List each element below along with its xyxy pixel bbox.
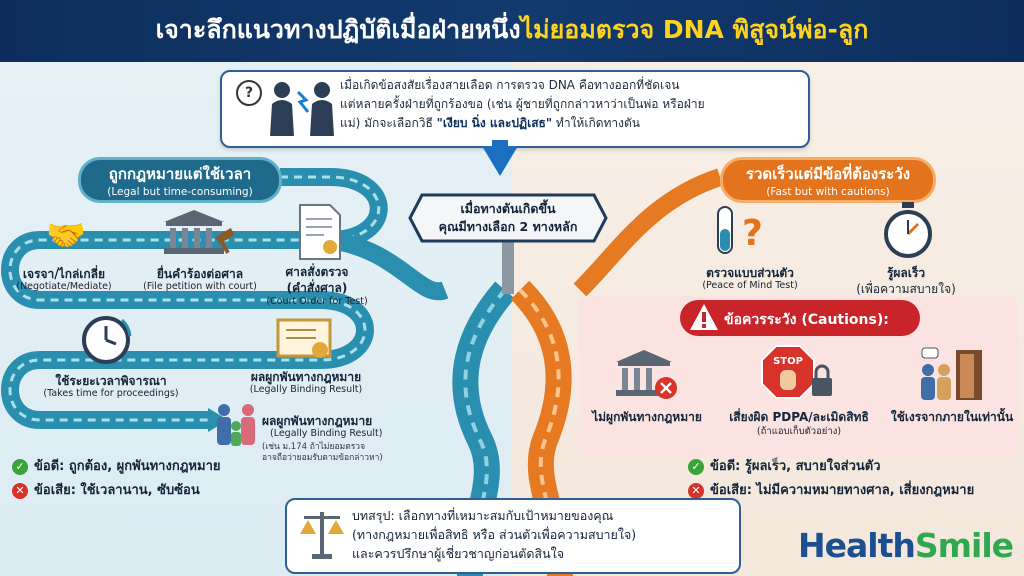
fast-con: ✕ข้อเสีย: ไม่มีความหมายทางศาล, เสี่ยงกฎห… bbox=[688, 479, 974, 500]
scales-icon bbox=[300, 512, 344, 559]
stop-sign-lock-icon: STOP bbox=[761, 345, 832, 399]
header-bar bbox=[0, 0, 1024, 62]
handshake-icon: 🤝 bbox=[46, 216, 86, 254]
arguing-couple-icon bbox=[270, 82, 334, 136]
step-court-order-en: (Court Order for Test) bbox=[266, 296, 368, 307]
legal-pro: ✓ข้อดี: ถูกต้อง, ผูกพันทางกฎหมาย bbox=[12, 455, 220, 476]
people-door-icon bbox=[921, 347, 982, 400]
step-petition-en: (File petition with court) bbox=[143, 281, 257, 292]
step-final-label: ผลผูกพันทางกฎหมาย bbox=[262, 414, 373, 428]
test-tube-question-icon: ? bbox=[717, 206, 763, 254]
summary-text: บทสรุป: เลือกทางที่เหมาะสมกับเป้าหมายของ… bbox=[352, 508, 637, 561]
check-icon: ✓ bbox=[12, 458, 28, 475]
step-binding-en: (Legally Binding Result) bbox=[249, 384, 363, 395]
sign-board bbox=[408, 193, 608, 243]
step-final-en: (Legally Binding Result) bbox=[270, 428, 383, 439]
legal-path-title: ถูกกฎหมายแต่ใช้เวลา (Legal but time-cons… bbox=[78, 157, 282, 203]
private-test-en: (Peace of Mind Test) bbox=[702, 280, 798, 291]
sign-text: เมื่อทางตันเกิดขึ้น คุณมีทางเลือก 2 ทางห… bbox=[438, 201, 578, 234]
step-court-order-label2: (คำสั่งศาล) bbox=[286, 281, 348, 295]
check-icon: ✓ bbox=[688, 458, 704, 475]
legal-con: ✕ข้อเสีย: ใช้เวลานาน, ซับซ้อน bbox=[12, 479, 200, 500]
caution-title: ข้อควรระวัง (Cautions): bbox=[724, 312, 889, 328]
step-negotiate-en: (Negotiate/Mediate) bbox=[16, 281, 112, 292]
caution-pdpa-en: (ถ้าแอบเก็บตัวอย่าง) bbox=[756, 426, 842, 437]
stopwatch-icon bbox=[884, 202, 932, 258]
svg-text:?: ? bbox=[742, 213, 763, 254]
caution-pdpa-label: เสี่ยงผิด PDPA/ละเมิดสิทธิ bbox=[729, 410, 869, 424]
cross-icon: ✕ bbox=[688, 482, 704, 499]
down-arrow-icon bbox=[482, 146, 518, 176]
step-petition-label: ยื่นคำร้องต่อศาล bbox=[156, 267, 244, 281]
family-icon bbox=[217, 404, 255, 446]
courthouse-gavel-icon bbox=[164, 210, 235, 254]
step-final-note: (เช่น ม.174 ถ้าไม่ยอมตรวจ อาจถือว่ายอมรั… bbox=[262, 442, 383, 463]
fast-pro: ✓ข้อดี: รู้ผลเร็ว, สบายใจส่วนตัว bbox=[688, 455, 881, 476]
step-time-en: (Takes time for proceedings) bbox=[43, 388, 179, 399]
page-title: เจาะลึกแนวทางปฏิบัติเมื่อฝ่ายหนึ่งไม่ยอม… bbox=[155, 15, 869, 44]
certificate-icon bbox=[276, 318, 332, 358]
intro-text: เมื่อเกิดข้อสงสัยเรื่องสายเลือด การตรวจ … bbox=[340, 78, 705, 130]
clock-icon bbox=[82, 316, 132, 364]
fast-result-label: รู้ผลเร็ว bbox=[886, 266, 926, 280]
courthouse-cross-icon bbox=[616, 350, 677, 399]
cross-icon: ✕ bbox=[12, 482, 28, 499]
sign-pole bbox=[502, 238, 514, 294]
caution-internal-label: ใช้เงรจากภายในเท่านั้น bbox=[890, 410, 1014, 424]
step-negotiate-label: เจรจา/ไกล่เกลี่ย bbox=[22, 267, 106, 281]
caution-header bbox=[680, 300, 920, 336]
stop-text: STOP bbox=[773, 356, 803, 367]
warning-icon bbox=[690, 304, 718, 330]
step-binding-label: ผลผูกพันทางกฎหมาย bbox=[250, 370, 362, 384]
summary-box bbox=[285, 498, 741, 574]
question-icon: ? bbox=[236, 80, 262, 106]
private-test-label: ตรวจแบบส่วนตัว bbox=[706, 266, 794, 280]
fast-path-title: รวดเร็วแต่มีข้อที่ต้องระวัง (Fast but wi… bbox=[720, 157, 936, 203]
court-order-document-icon bbox=[299, 204, 341, 260]
fast-result-label2: (เพื่อความสบายใจ) bbox=[856, 282, 956, 296]
caution-not-binding-label: ไม่ผูกพันทางกฎหมาย bbox=[592, 410, 702, 424]
down-arrow-stem bbox=[492, 140, 508, 150]
step-court-order-label: ศาลสั่งตรวจ bbox=[285, 265, 349, 279]
step-time-label: ใช้ระยะเวลาพิจารณา bbox=[55, 374, 167, 388]
healthsmile-logo: HealthSmile bbox=[798, 526, 1014, 565]
